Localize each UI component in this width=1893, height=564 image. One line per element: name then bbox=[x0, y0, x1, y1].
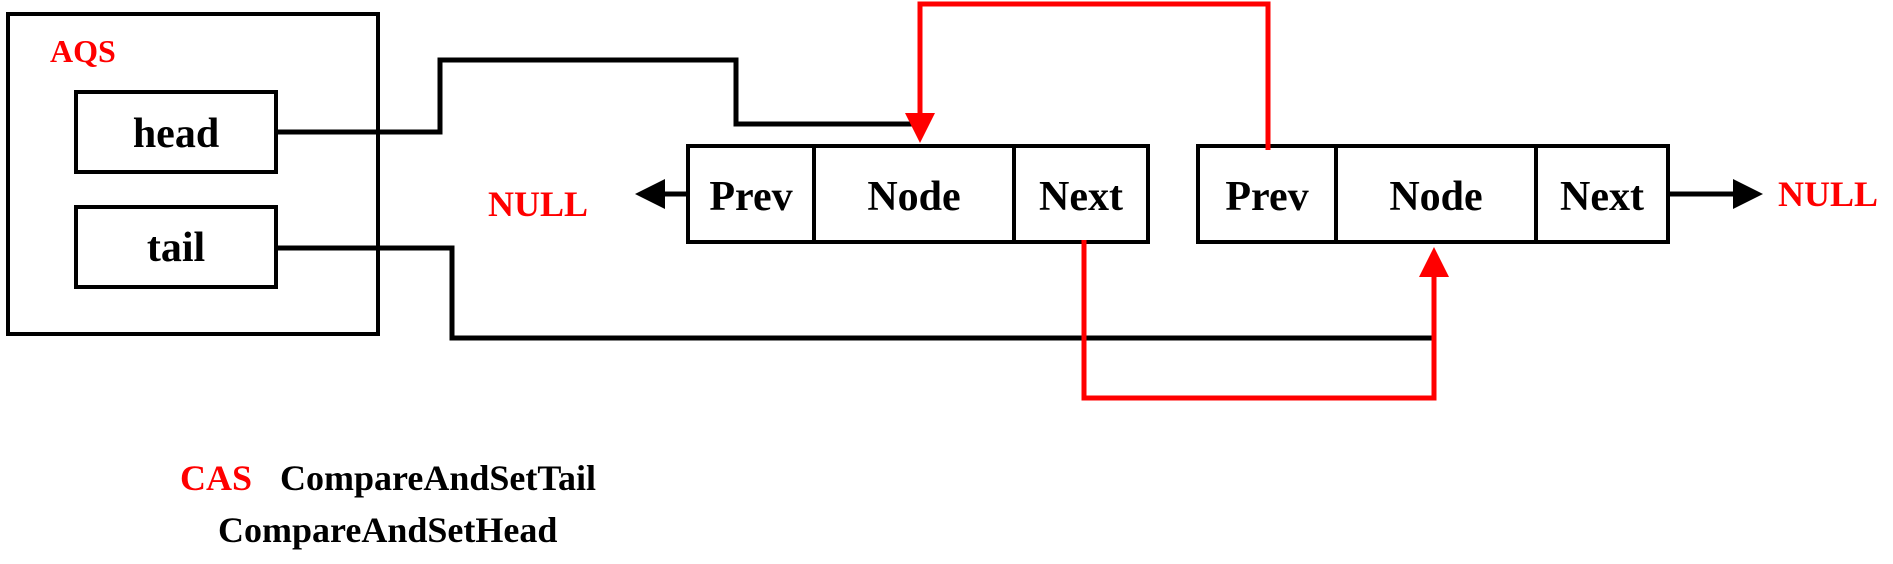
aqs-label: AQS bbox=[50, 33, 116, 69]
null-right-label: NULL bbox=[1778, 174, 1878, 214]
node2-next-cell bbox=[1534, 144, 1670, 244]
tail-field-box bbox=[74, 205, 278, 289]
node2-node-cell bbox=[1334, 144, 1538, 244]
head-pointer-line bbox=[276, 57, 916, 135]
head-field-label: head bbox=[133, 111, 219, 157]
node1-prev-label: Prev bbox=[709, 174, 792, 220]
queue-node-1: Prev Node Next bbox=[686, 144, 1150, 244]
node1-next-cell bbox=[1012, 144, 1150, 244]
node2-prev-cell bbox=[1196, 144, 1338, 244]
cas-tail-text: CompareAndSetTail bbox=[280, 458, 596, 498]
cas-label: CAS bbox=[180, 458, 252, 498]
aqs-container: AQS head tail bbox=[6, 12, 380, 336]
node2-node-label: Node bbox=[1389, 174, 1482, 220]
prev-link-arrow bbox=[905, 1, 1271, 150]
queue-node-2: Prev Node Next bbox=[1196, 144, 1670, 244]
cas-head-text: CompareAndSetHead bbox=[218, 510, 557, 550]
node2-next-label: Next bbox=[1560, 174, 1644, 220]
tail-field-label: tail bbox=[147, 225, 205, 271]
node1-node-cell bbox=[812, 144, 1016, 244]
node1-node-label: Node bbox=[867, 174, 960, 220]
head-field-box bbox=[74, 90, 278, 174]
node2-prev-label: Prev bbox=[1225, 174, 1308, 220]
node1-next-label: Next bbox=[1039, 174, 1123, 220]
next-link-arrow bbox=[1081, 240, 1449, 401]
tail-pointer-line bbox=[276, 245, 1434, 341]
null-left-label: NULL bbox=[488, 184, 588, 224]
